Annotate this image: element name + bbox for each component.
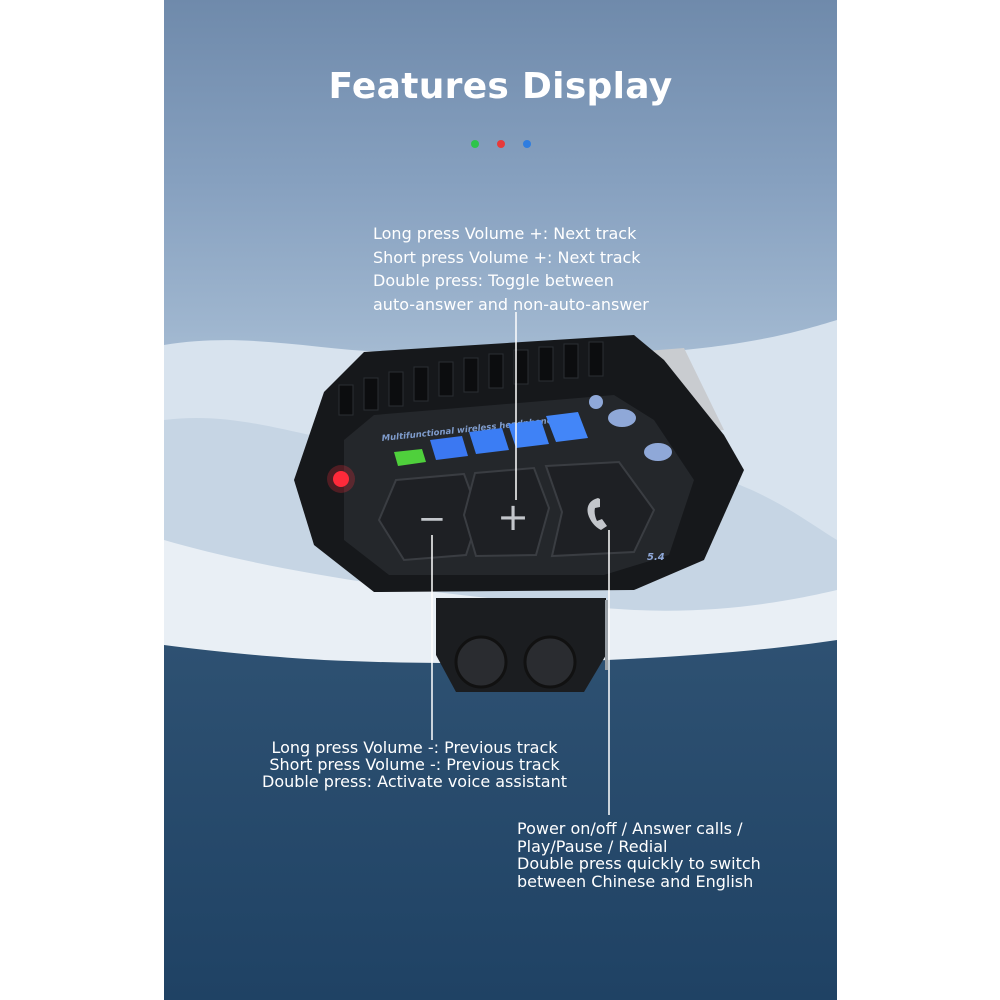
volume-plus-button[interactable] [462, 466, 551, 558]
cable [605, 600, 608, 670]
minus-symbol: − [418, 499, 447, 539]
annotation-line: Short press Volume +: Next track [373, 247, 641, 267]
volume-minus-button[interactable] [377, 472, 481, 562]
mount-knob-left [454, 635, 508, 689]
product-illustration: Multifunctional wireless headphones − + … [164, 312, 837, 815]
helmet-icon [589, 395, 603, 409]
led-blue-3 [508, 420, 549, 448]
page-title: Features Display [328, 66, 673, 107]
annotation-line: Power on/off / Answer calls / [517, 819, 743, 838]
annotation-line: Long press Volume +: Next track [373, 224, 637, 243]
annotation-line: between Chinese and English [517, 871, 754, 891]
motorcycle-icon [608, 409, 636, 427]
annotation-line: Long press Volume -: Previous track [271, 738, 558, 757]
dot-green [470, 140, 479, 148]
dot-red [496, 140, 505, 148]
power-button[interactable] [544, 460, 656, 558]
annotation-line: Short press Volume -: Previous track [269, 755, 560, 774]
led-blue-4 [546, 412, 588, 442]
battery-leds [394, 412, 588, 466]
volume-minus-annotation: Long press Volume -: Previous track Shor… [262, 739, 567, 790]
annotation-line: Double press quickly to switch [517, 854, 761, 873]
led-blue-2 [469, 428, 509, 454]
led-green [394, 449, 426, 466]
phone-icon [587, 498, 607, 530]
version-text: 5.4 [647, 552, 665, 563]
status-led-red [333, 471, 349, 487]
mount-knob-right [523, 635, 577, 689]
annotation-line: auto-answer and non-auto-answer [373, 294, 649, 314]
motorcycle-icons [589, 395, 672, 461]
annotation-line: Play/Pause / Redial [517, 836, 668, 856]
motorcycle-icon-2 [644, 443, 672, 461]
dot-blue [522, 140, 531, 148]
plus-symbol: + [497, 495, 529, 539]
led-blue-1 [430, 436, 468, 460]
power-annotation: Power on/off / Answer calls / Play/Pause… [517, 820, 761, 890]
volume-plus-annotation: Long press Volume +: Next track Short pr… [373, 222, 649, 316]
status-led-glow [327, 465, 355, 493]
vent-fins [338, 341, 604, 416]
annotation-line: Double press: Activate voice assistant [262, 772, 567, 791]
annotation-line: Double press: Toggle between [373, 271, 614, 290]
decorative-dots [164, 133, 837, 152]
product-panel: Multifunctional wireless headphones − + … [164, 0, 837, 1000]
